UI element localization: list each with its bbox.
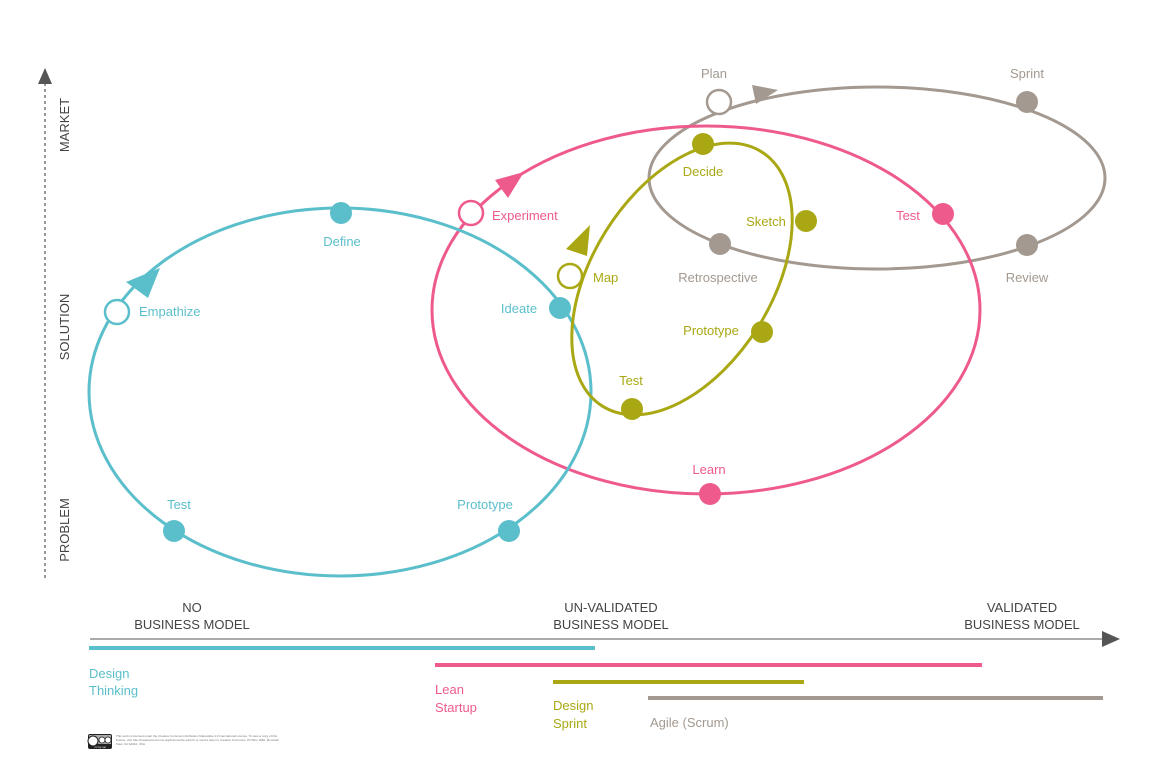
x-axis-arrowhead [1102,631,1120,647]
decide-node [692,133,714,155]
y-axis-arrowhead [38,68,52,84]
y-label-market: MARKET [57,98,72,152]
lean-test-label: Test [896,208,920,223]
review-label: Review [1006,270,1049,285]
legend: Design Thinking Lean Startup Design Spri… [89,646,1103,731]
learn-node [699,483,721,505]
legend-lean-startup-line1: Lean [435,682,464,697]
legend-lean-startup-line2: Startup [435,700,477,715]
by-icon [98,736,106,744]
x-label-validated-line2: BUSINESS MODEL [964,617,1080,632]
x-label-unvalidated-line1: UN-VALIDATED [564,600,657,615]
cc-badge-text: cc by sa [94,745,105,749]
lean-startup-cycle: Experiment Test Learn [430,124,982,505]
ideate-node [549,297,571,319]
dt-test-node [163,520,185,542]
design-thinking-loop [87,206,593,578]
legend-design-sprint-line2: Sprint [553,716,587,731]
design-thinking-cycle: Empathize Define Ideate Prototype Test [87,202,593,578]
x-label-unvalidated-line2: BUSINESS MODEL [553,617,669,632]
sprint-node [1016,91,1038,113]
dt-prototype-label: Prototype [457,497,513,512]
legend-design-thinking-line2: Thinking [89,683,138,698]
agile-direction-arrow [752,85,778,104]
x-axis: NO BUSINESS MODEL UN-VALIDATED BUSINESS … [90,600,1120,647]
ds-test-node [621,398,643,420]
x-label-validated-line1: VALIDATED [987,600,1057,615]
legend-agile-label: Agile (Scrum) [650,715,729,730]
define-node [330,202,352,224]
cc-license-badge: cc by sa [87,734,112,749]
sketch-node [795,210,817,232]
experiment-label: Experiment [492,208,558,223]
retrospective-label: Retrospective [678,270,757,285]
sprint-label: Sprint [1010,66,1044,81]
legend-design-thinking-line1: Design [89,666,129,681]
review-node [1016,234,1038,256]
plan-node [705,88,733,116]
license-text: This work is licensed under the Creative… [116,734,280,746]
empathize-label: Empathize [139,304,200,319]
design-sprint-direction-arrow [566,225,590,256]
map-label: Map [593,270,618,285]
ds-prototype-label: Prototype [683,323,739,338]
experiment-node [457,199,485,227]
empathize-node [103,298,131,326]
sa-icon [104,736,112,744]
design-sprint-cycle: Map Decide Sketch Prototype Test [556,133,817,420]
lean-direction-arrow [495,172,524,198]
plan-label: Plan [701,66,727,81]
x-label-no-model-line2: BUSINESS MODEL [134,617,250,632]
map-node [556,262,584,290]
dt-test-label: Test [167,497,191,512]
y-label-problem: PROBLEM [57,498,72,562]
ds-prototype-node [751,321,773,343]
y-axis: MARKET SOLUTION PROBLEM [38,68,72,578]
design-thinking-direction-arrow [126,268,160,298]
ideate-label: Ideate [501,301,537,316]
y-label-solution: SOLUTION [57,294,72,360]
legend-design-sprint-line1: Design [553,698,593,713]
dt-prototype-node [498,520,520,542]
cc-icon [87,735,99,747]
decide-label: Decide [683,164,723,179]
retrospective-node [709,233,731,255]
ds-test-label: Test [619,373,643,388]
agile-cycle: Plan Sprint Review Retrospective [647,66,1107,285]
x-label-no-model-line1: NO [182,600,202,615]
learn-label: Learn [692,462,725,477]
define-label: Define [323,234,361,249]
lean-test-node [932,203,954,225]
sketch-label: Sketch [746,214,786,229]
